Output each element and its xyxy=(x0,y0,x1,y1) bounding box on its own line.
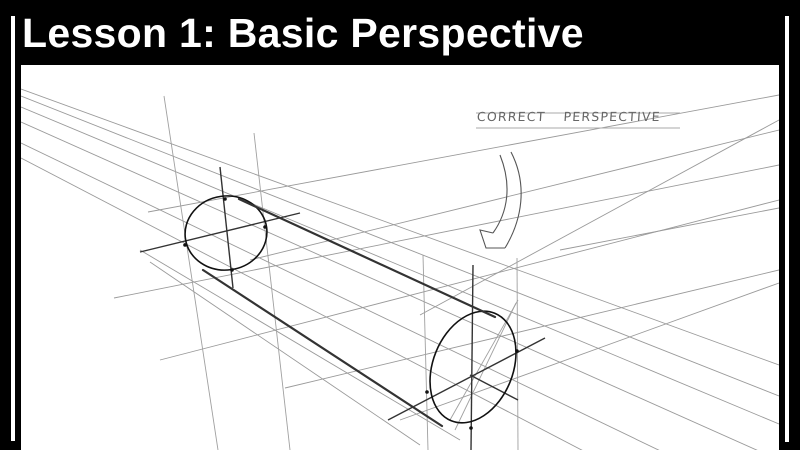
far-ellipse-axes xyxy=(387,264,546,450)
tangent-points xyxy=(183,197,519,430)
page-title: Lesson 1: Basic Perspective xyxy=(22,10,584,56)
near-ellipse-axes xyxy=(139,166,301,289)
title-bar: Lesson 1: Basic Perspective xyxy=(0,0,800,64)
perspective-drawing xyxy=(21,88,779,450)
annotation-guides xyxy=(476,112,680,129)
curved-arrow-icon xyxy=(479,151,522,249)
drawing-canvas: CORRECT PERSPECTIVE xyxy=(21,65,779,450)
far-ellipse xyxy=(429,310,517,424)
right-vp-guide-lines xyxy=(113,94,779,421)
note-word-correct: CORRECT xyxy=(476,109,547,124)
correct-perspective-note: CORRECT PERSPECTIVE xyxy=(476,109,661,124)
frame-stripe-left xyxy=(11,16,15,441)
note-word-perspective: PERSPECTIVE xyxy=(563,109,662,124)
left-vp-guide-lines xyxy=(21,88,779,450)
cylinder-contours xyxy=(201,197,497,428)
frame-stripe-right xyxy=(785,16,789,442)
